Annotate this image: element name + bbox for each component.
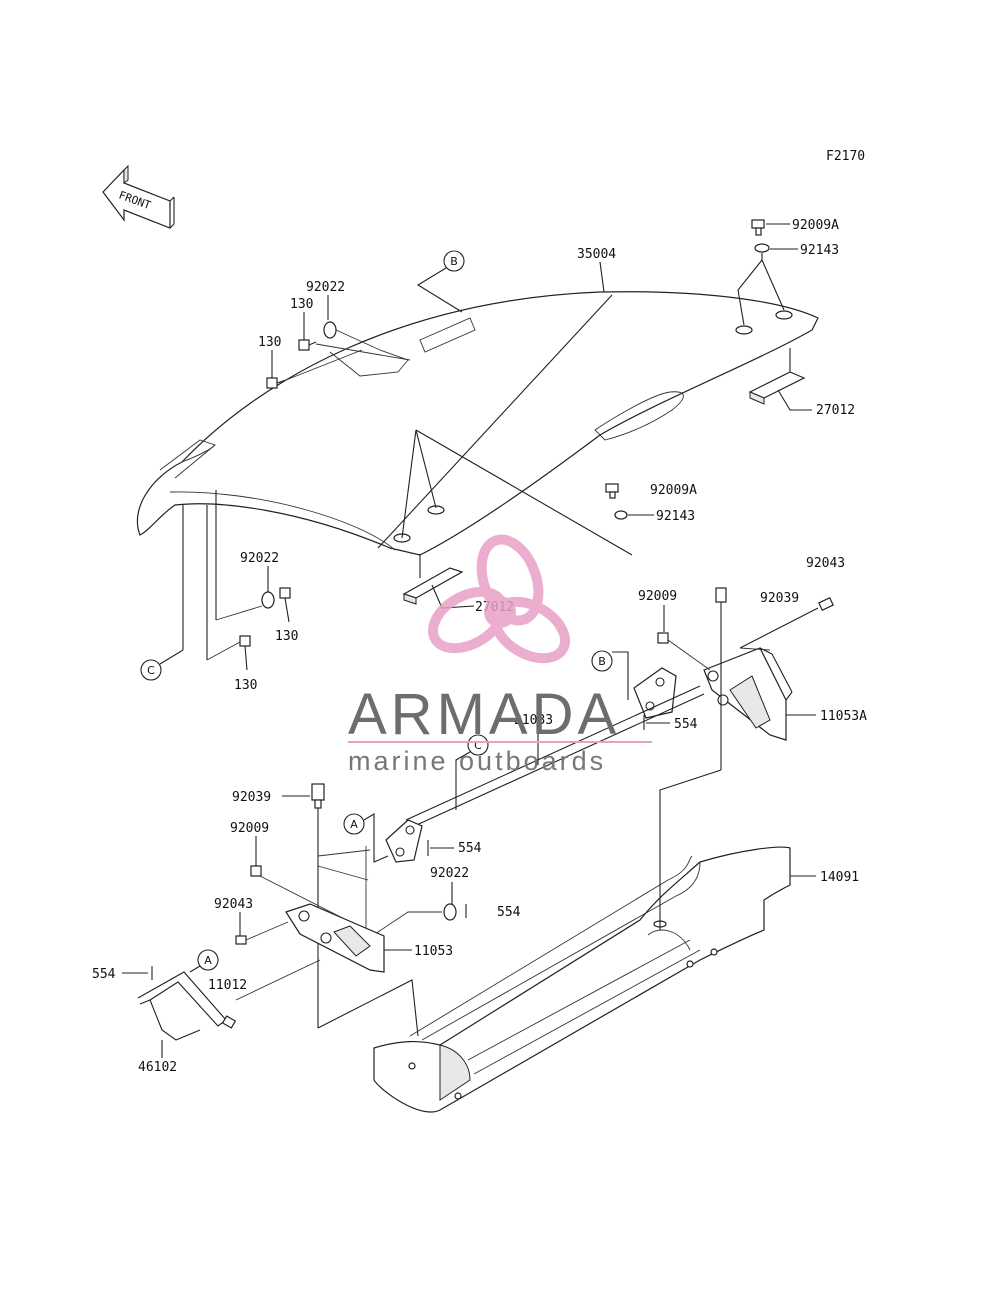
bolt-92009-right-icon bbox=[657, 632, 669, 644]
part-130-d-label: 130 bbox=[234, 678, 257, 693]
pin-92043-right-icon bbox=[818, 597, 834, 611]
watermark-tagline: marine outboards bbox=[348, 746, 606, 776]
bolt-130-d-icon bbox=[239, 635, 251, 671]
part-92043-right-label: 92043 bbox=[806, 556, 845, 571]
stay-46102 bbox=[137, 971, 237, 1041]
callout-a-mid-text: A bbox=[350, 818, 358, 831]
callout-b-mid bbox=[591, 650, 613, 672]
bolt-92009A-mid-icon bbox=[605, 483, 619, 499]
part-130-c-label: 130 bbox=[275, 629, 298, 644]
front-arrow-icon: FRONT bbox=[102, 164, 175, 229]
callout-c-left bbox=[140, 659, 162, 681]
bolt-130-c-icon bbox=[279, 587, 291, 623]
callout-c-mid bbox=[467, 734, 489, 756]
bracket-11053A bbox=[703, 647, 793, 741]
part-46102-label: 46102 bbox=[138, 1060, 177, 1075]
shaft-21033 bbox=[405, 685, 705, 829]
callout-b-mid-text: B bbox=[598, 655, 606, 668]
callout-b-top bbox=[443, 250, 465, 272]
washer-92143-mid-icon bbox=[614, 510, 628, 520]
part-92043-left-label: 92043 bbox=[214, 897, 253, 912]
washer-92022-top-icon bbox=[323, 321, 337, 339]
part-554-left-label: 554 bbox=[92, 967, 116, 982]
bolt-92009A-top-icon bbox=[751, 219, 765, 236]
bolt-92039-left-stud-icon bbox=[311, 783, 325, 809]
bolt-130-b-icon bbox=[266, 377, 287, 389]
part-11053A-label: 11053A bbox=[820, 709, 867, 724]
watermark-brand: ARMADA bbox=[348, 682, 620, 747]
part-92009A-top-label: 92009A bbox=[792, 218, 839, 233]
part-11012-label: 11012 bbox=[208, 978, 247, 993]
washer-92143-top-icon bbox=[754, 243, 770, 253]
part-92009A-mid-label: 92009A bbox=[650, 483, 697, 498]
part-21033-label: 21033 bbox=[514, 713, 553, 728]
part-14091-label: 14091 bbox=[820, 870, 859, 885]
part-92039-left-label: 92039 bbox=[232, 790, 271, 805]
part-554-right-label: 554 bbox=[674, 717, 698, 732]
bracket-27012-center bbox=[402, 554, 475, 609]
bolt-92009-left-icon bbox=[250, 865, 262, 877]
part-92143-top-label: 92143 bbox=[800, 243, 839, 258]
washer-92022-left-icon bbox=[261, 591, 275, 609]
callout-a-left bbox=[197, 949, 219, 971]
bracket-27012-right bbox=[748, 348, 812, 411]
part-11053-label: 11053 bbox=[414, 944, 453, 959]
engine-cover-35004 bbox=[136, 291, 819, 556]
part-92009-right-label: 92009 bbox=[638, 589, 677, 604]
hull-liner-14091 bbox=[373, 846, 791, 1113]
part-554-mid-label: 554 bbox=[458, 841, 482, 856]
part-554-lower-label: 554 bbox=[497, 905, 521, 920]
bracket-lower-plate bbox=[385, 819, 423, 863]
bolt-130-a-icon bbox=[298, 339, 317, 351]
callout-c-mid-text: C bbox=[474, 739, 482, 752]
part-92022-top-label: 92022 bbox=[306, 280, 345, 295]
part-130-b-label: 130 bbox=[258, 335, 281, 350]
part-130-a-label: 130 bbox=[290, 297, 313, 312]
part-92009-left-label: 92009 bbox=[230, 821, 269, 836]
part-35004-label: 35004 bbox=[577, 247, 616, 262]
armada-logo-icon bbox=[427, 534, 571, 664]
callout-b-top-text: B bbox=[450, 255, 458, 268]
callout-a-left-text: A bbox=[204, 954, 212, 967]
pin-92043-left-icon bbox=[235, 935, 247, 945]
bracket-11053 bbox=[285, 903, 385, 973]
callout-a-mid bbox=[343, 813, 365, 835]
part-92022-lower-label: 92022 bbox=[430, 866, 469, 881]
washer-92022-lower-icon bbox=[443, 903, 457, 921]
callout-c-left-text: C bbox=[147, 664, 155, 677]
part-92143-mid-label: 92143 bbox=[656, 509, 695, 524]
figure-code: F2170 bbox=[826, 149, 865, 164]
part-92039-right-label: 92039 bbox=[760, 591, 799, 606]
bracket-upper-plate bbox=[633, 667, 677, 719]
bolt-92039-right-stud-icon bbox=[715, 587, 727, 612]
part-27012-right-label: 27012 bbox=[816, 403, 855, 418]
part-92022-left-label: 92022 bbox=[240, 551, 279, 566]
